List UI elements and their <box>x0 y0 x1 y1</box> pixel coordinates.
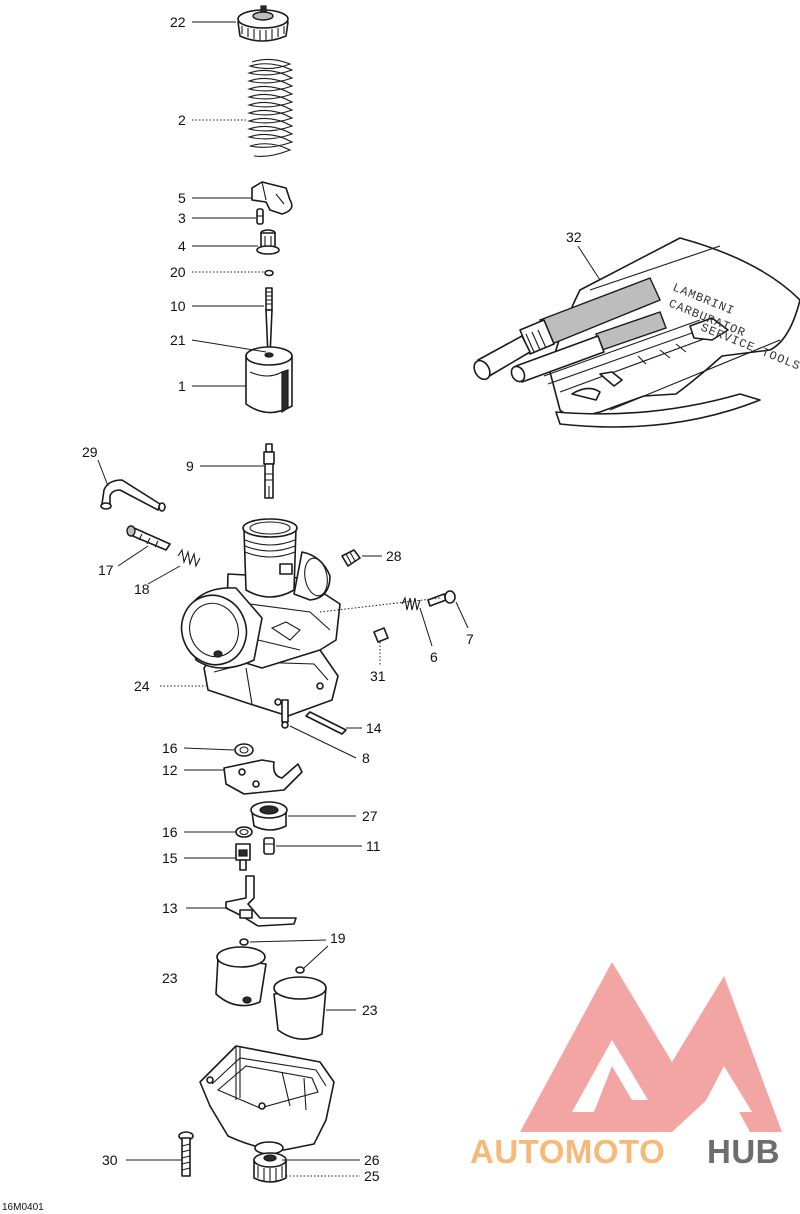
part-23-float-left <box>215 946 267 1007</box>
callout-5: 5 <box>178 190 186 206</box>
callout-7: 7 <box>466 631 474 647</box>
part-17-idle-screw <box>126 525 171 551</box>
callout-1: 1 <box>178 378 186 394</box>
callout-14: 14 <box>366 720 382 736</box>
part-22-cap <box>237 5 289 42</box>
part-28-cap <box>341 549 361 567</box>
watermark-triangle-inner-right <box>700 1066 752 1112</box>
callout-16-upper: 16 <box>162 740 178 756</box>
callout-30: 30 <box>102 1152 118 1168</box>
part-31-plug <box>373 627 389 643</box>
callout-18: 18 <box>134 581 150 597</box>
part-16-oring-upper <box>234 743 254 757</box>
part-27-ring <box>250 801 288 831</box>
callout-2: 2 <box>178 112 186 128</box>
callout-3: 3 <box>178 210 186 226</box>
part-11-jet <box>263 837 275 855</box>
callout-11: 11 <box>366 838 381 854</box>
part-15-main-jet <box>235 843 251 871</box>
part-30-bolt <box>178 1131 194 1177</box>
callout-4: 4 <box>178 238 186 254</box>
callout-20: 20 <box>170 264 186 280</box>
part-1-throttle-slide <box>245 346 293 414</box>
callout-16-lower: 16 <box>162 824 178 840</box>
part-12-gasket <box>223 759 303 795</box>
callout-17: 17 <box>98 562 114 578</box>
part-2-spring <box>246 58 294 157</box>
part-29-hose <box>100 479 166 512</box>
callout-24: 24 <box>134 678 150 694</box>
part-25-drain-plug <box>253 1152 287 1183</box>
callout-23-right: 23 <box>362 1002 378 1018</box>
part-23-float-right <box>273 976 327 1040</box>
watermark-brand-part1: AUTOMOTO <box>470 1133 665 1170</box>
watermark-brand-part2: HUB <box>707 1133 780 1170</box>
callout-8: 8 <box>362 750 370 766</box>
callout-28: 28 <box>386 548 402 564</box>
watermark-wordmark: AUTOMOTO HUB <box>470 1133 780 1170</box>
part-14-pin <box>305 711 347 735</box>
callout-26: 26 <box>364 1152 380 1168</box>
callout-21: 21 <box>170 332 186 348</box>
carburetor-body <box>180 518 341 729</box>
part-26-washer <box>254 1141 284 1155</box>
part-18-spring <box>177 548 201 568</box>
callout-6: 6 <box>430 649 438 665</box>
callout-10: 10 <box>170 298 186 314</box>
callout-22: 22 <box>170 14 186 30</box>
part-9-needle-jet <box>263 443 275 499</box>
part-6-spring <box>401 596 421 611</box>
part-3-clip <box>256 208 264 225</box>
document-reference: 16M0401 <box>2 1202 44 1213</box>
part-5-retainer <box>251 181 293 215</box>
float-bowl <box>199 1045 335 1151</box>
part-10-jet-needle <box>265 287 273 357</box>
callout-12: 12 <box>162 762 178 778</box>
callout-32: 32 <box>566 229 582 245</box>
callout-15: 15 <box>162 850 178 866</box>
watermark-triangle-inner <box>572 1040 648 1112</box>
callout-27: 27 <box>362 808 378 824</box>
part-32-tool-kit: LAMBRINI CARBURATOR SERVICE TOOLS <box>473 237 800 428</box>
part-16-oring-lower <box>235 826 253 838</box>
callout-25: 25 <box>364 1168 380 1184</box>
callout-13: 13 <box>162 900 178 916</box>
callout-29: 29 <box>82 444 98 460</box>
watermark-logo <box>520 962 782 1132</box>
callout-19: 19 <box>330 930 346 946</box>
part-20-eclip <box>264 269 274 277</box>
part-7-air-screw <box>427 590 456 607</box>
part-4-needle-holder <box>256 229 280 255</box>
callout-9: 9 <box>186 458 194 474</box>
leader-lines <box>97 21 601 1177</box>
part-13-float-arm <box>225 875 297 927</box>
callout-23-left: 23 <box>162 970 178 986</box>
callout-labels: 22 2 5 3 4 20 10 21 1 9 29 17 18 28 6 7 … <box>2 14 582 1213</box>
callout-31: 31 <box>370 668 386 684</box>
part-19-pins <box>239 938 305 974</box>
